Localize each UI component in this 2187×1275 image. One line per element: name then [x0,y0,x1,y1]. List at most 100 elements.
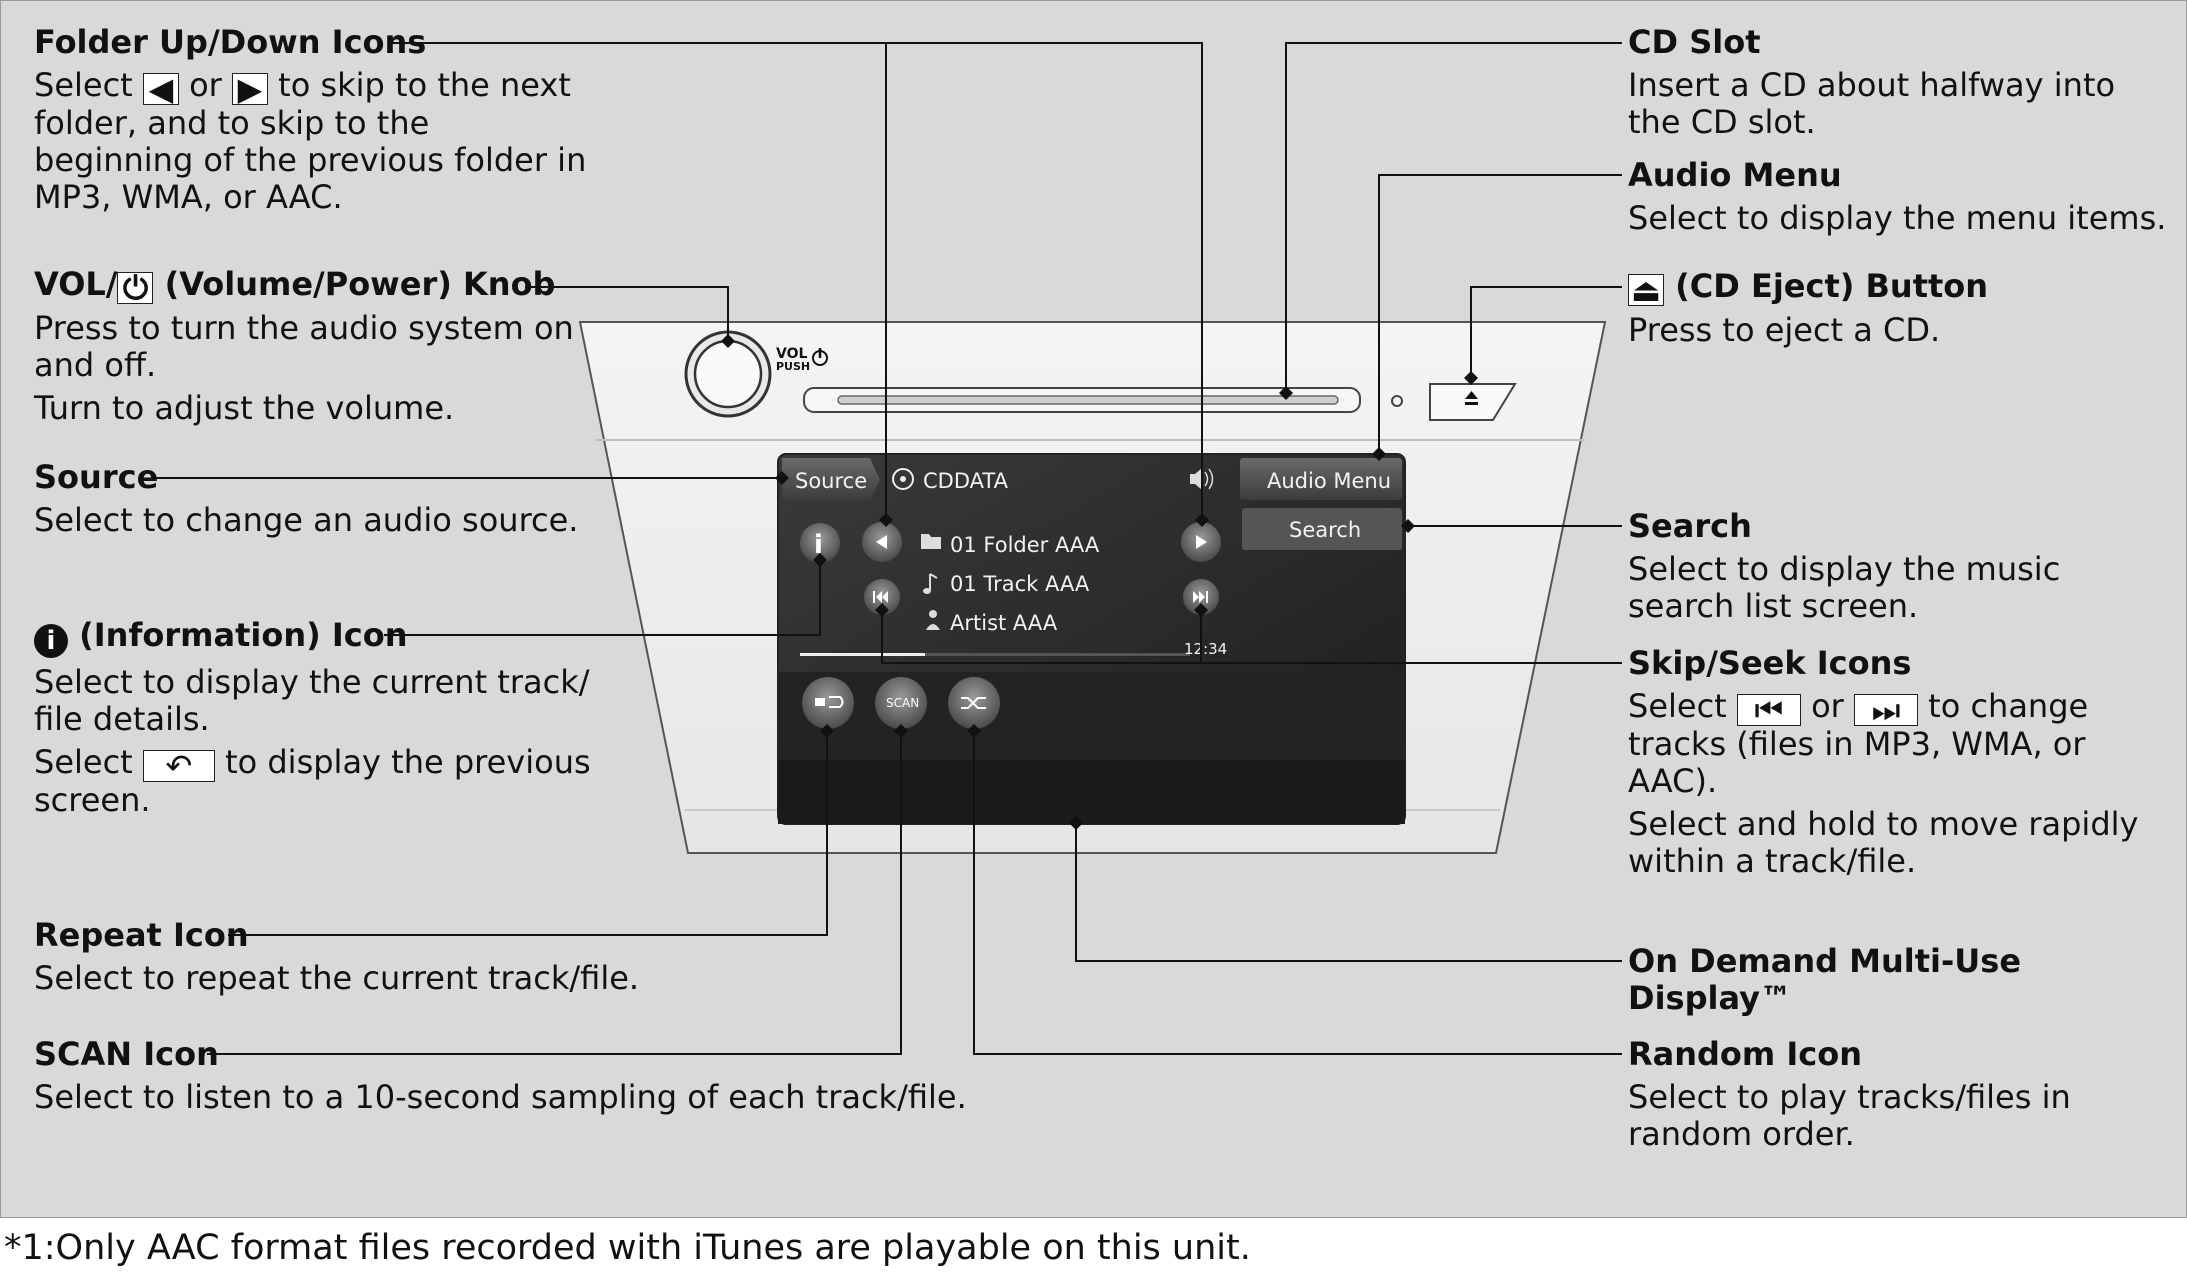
callout-source-desc: Select to change an audio source. [34,501,579,539]
progress-fill [800,653,925,656]
progress-track [800,653,1190,656]
info-desc-pre: Select [34,743,133,781]
folder-up-icon[interactable] [1181,522,1221,562]
cd-source-label: CDDATA [923,469,1009,493]
vol-label: VOL [776,346,807,362]
callout-scan-desc: Select to listen to a 10-second sampling… [34,1078,967,1116]
disc-icon [892,468,914,490]
callout-source-title: Source [34,458,159,496]
push-label: PUSH [776,360,810,373]
search-label: Search [1289,518,1361,542]
skip-back-icon[interactable] [864,579,900,615]
callout-folder-icons: Folder Up/Down Icons Select ◀ or ▶ to sk… [34,24,594,216]
callout-cdslot-title: CD Slot [1628,23,1761,61]
folder-down-glyph-icon: ◀ [142,73,179,105]
callout-random-title: Random Icon [1628,1035,1863,1073]
folder-desc-rest: folder, and to skip to the beginning of … [34,104,587,216]
callout-audiomenu-title: Audio Menu [1628,156,1842,194]
skip-desc-post: to change tracks (files in MP3, WMA, or … [1628,687,2089,800]
callout-info-desc: Select to display the current track/ fil… [34,663,590,738]
back-glyph-icon: ↶ [142,750,215,782]
speaker-icon [1190,468,1214,490]
skip-forward-icon[interactable] [1183,579,1219,615]
footnote: *1:Only AAC format files recorded with i… [4,1228,1251,1268]
power-icon [812,348,828,366]
callout-scan: SCAN Icon Select to listen to a 10-secon… [34,1036,1014,1116]
info-title-text: (Information) Icon [79,616,408,654]
callout-repeat-title: Repeat Icon [34,916,249,954]
callout-folder-desc: Select ◀ or ▶ to skip to the next folder… [34,67,594,216]
callout-eject-title: ⏏ (CD Eject) Button [1628,268,2168,306]
folder-desc-or: or [189,66,222,104]
callout-info-title: i (Information) Icon [34,617,594,658]
callout-on-demand: On Demand Multi-Use Display™ [1628,943,2184,1023]
callout-audio-menu: Audio Menu Select to display the menu it… [1628,157,2168,237]
folder-icon [921,534,941,549]
info-icon[interactable]: i [800,523,840,563]
svg-text:i: i [814,530,823,560]
callout-skip-seek: Skip/Seek Icons Select ⏮ or ⏭ to change … [1628,645,2184,880]
indicator-icon [1391,395,1403,407]
callout-cd-slot: CD Slot Insert a CD about halfway into t… [1628,24,2148,141]
scan-icon-label: SCAN [886,696,919,710]
callout-vol-desc: Press to turn the audio system on and of… [34,309,574,384]
callout-skip-title: Skip/Seek Icons [1628,644,1912,682]
volume-knob[interactable] [684,330,772,418]
callout-vol-title: VOL/⏻ (Volume/Power) Knob [34,266,574,304]
callout-search: Search Select to display the music searc… [1628,508,2168,625]
callout-repeat-desc: Select to repeat the current track/file. [34,959,640,997]
eject-icon [1465,391,1478,405]
skip-forward-glyph-icon: ⏭ [1853,694,1918,726]
callout-eject: ⏏ (CD Eject) Button Press to eject a CD. [1628,268,2168,349]
skip-desc-or: or [1811,687,1844,725]
callout-random-desc: Select to play tracks/files in random or… [1628,1078,2071,1153]
repeat-icon[interactable] [802,677,854,729]
power-glyph-icon: ⏻ [117,272,154,304]
callout-ondemand-title: On Demand Multi-Use Display™ [1628,942,2022,1017]
folder-up-glyph-icon: ▶ [231,73,268,105]
note-icon [923,573,938,594]
scan-icon[interactable]: SCAN [875,677,927,729]
callout-skip-desc2: Select and hold to move rapidly within a… [1628,805,2139,880]
search-button[interactable] [1242,508,1402,550]
callout-eject-desc: Press to eject a CD. [1628,311,1941,349]
folder-desc-pre: Select [34,66,133,104]
callout-vol-desc2: Turn to adjust the volume. [34,389,455,427]
cd-slot[interactable] [803,387,1361,413]
folder-down-icon[interactable] [862,522,902,562]
info-desc-post: to display the previous screen. [34,743,591,819]
random-icon[interactable] [948,677,1000,729]
audio-menu-label: Audio Menu [1267,469,1391,493]
callout-search-desc: Select to display the music search list … [1628,550,2061,625]
callout-search-title: Search [1628,507,1752,545]
callout-audiomenu-desc: Select to display the menu items. [1628,199,2167,237]
callout-scan-title: SCAN Icon [34,1035,219,1073]
vol-title-b: (Volume/Power) Knob [164,265,556,303]
callout-source: Source Select to change an audio source. [34,459,594,539]
callout-folder-title: Folder Up/Down Icons [34,23,427,61]
callout-repeat: Repeat Icon Select to repeat the current… [34,917,734,997]
leader-markers [721,334,1478,830]
callout-info-icon: i (Information) Icon Select to display t… [34,617,594,819]
track-name: 01 Track AAA [950,572,1090,596]
source-button-label: Source [795,469,867,493]
folder-desc-post: to skip to the next [278,66,571,104]
folder-name: 01 Folder AAA [950,533,1100,557]
skip-desc-pre: Select [1628,687,1727,725]
artist-icon [926,610,940,630]
source-button[interactable] [782,458,880,500]
callout-info-desc2: Select ↶ to display the previous screen. [34,744,594,819]
skip-back-glyph-icon: ⏮ [1736,694,1801,726]
eject-glyph-icon: ⏏ [1628,274,1664,306]
eject-button[interactable] [1429,383,1517,421]
artist-name: Artist AAA [950,611,1058,635]
eject-title-text: (CD Eject) Button [1675,267,1989,305]
audio-menu-button[interactable] [1240,458,1402,500]
callout-random: Random Icon Select to play tracks/files … [1628,1036,2168,1153]
callout-cdslot-desc: Insert a CD about halfway into the CD sl… [1628,66,2116,141]
vol-title-a: VOL/ [34,265,118,303]
callout-skip-desc: Select ⏮ or ⏭ to change tracks (files in… [1628,688,2184,800]
info-glyph-icon: i [34,624,68,658]
elapsed-time: 12:34 [1184,640,1227,658]
